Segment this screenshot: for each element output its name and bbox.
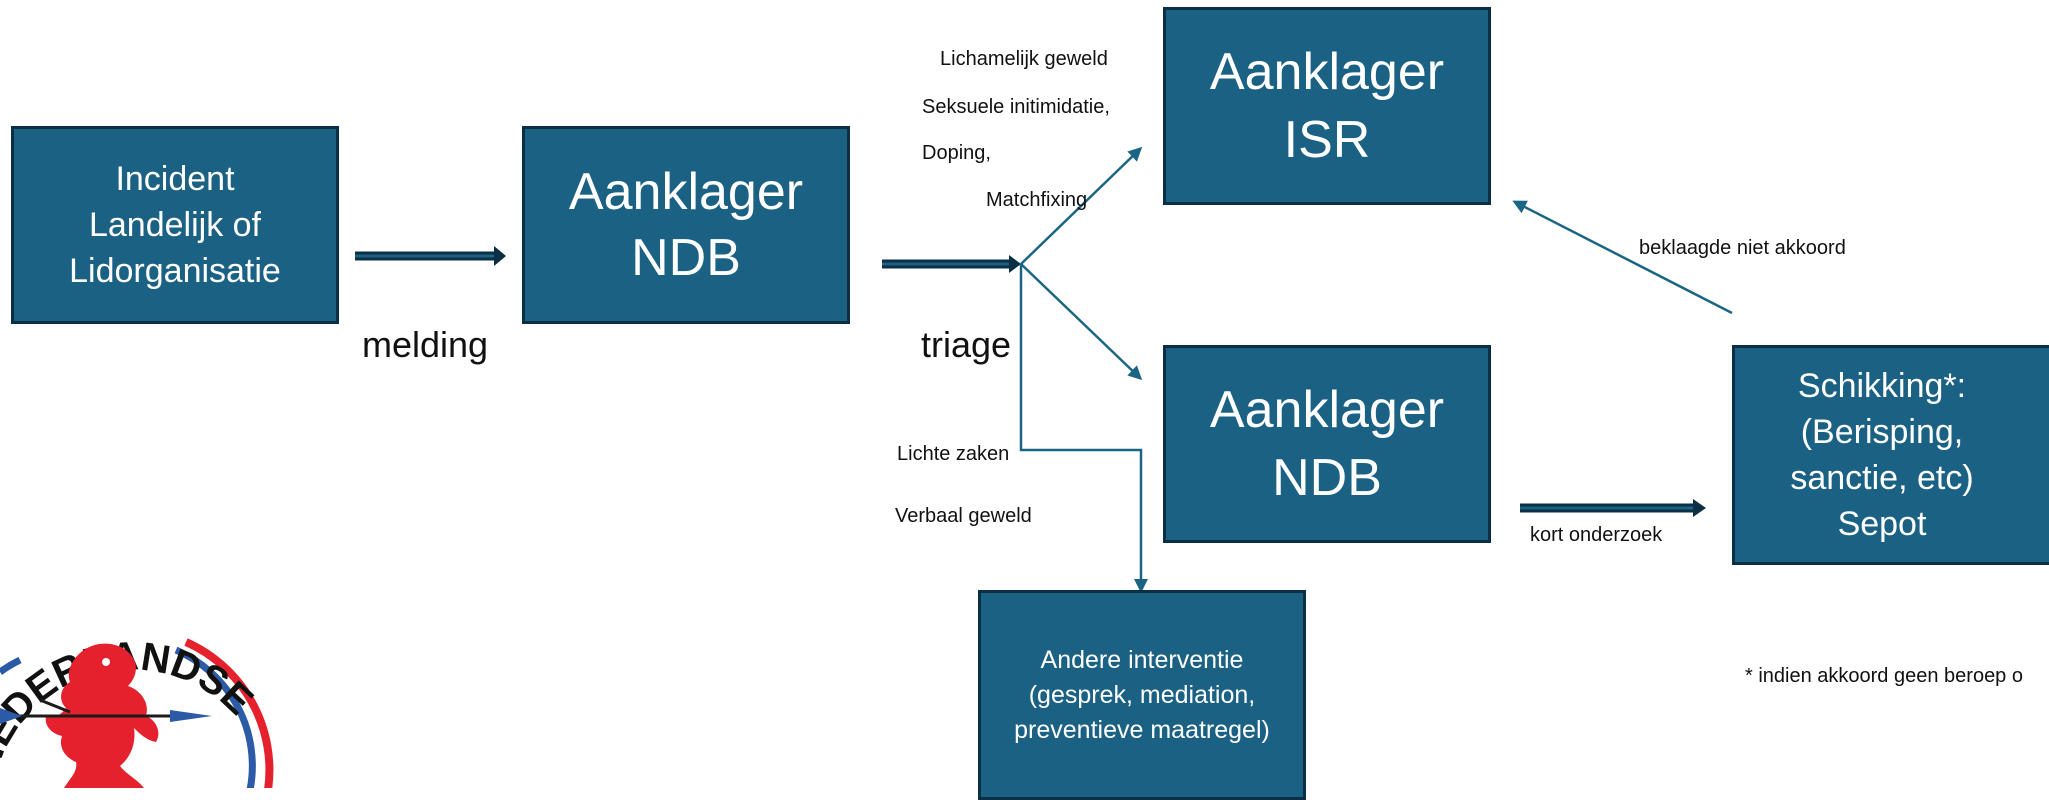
node-aanklager-ndb-1-line1: Aanklager: [568, 163, 804, 221]
footnote: * indien akkoord geen beroep o: [1745, 665, 2023, 687]
arrow-ndb-to-triage: [882, 255, 1021, 273]
node-aanklager-isr-line2: ISR: [1283, 111, 1371, 169]
node-schikking-line1: Schikking*:: [1797, 367, 1967, 405]
node-andere-interventie-line3: preventieve maatregel): [1014, 716, 1270, 744]
node-andere-interventie-line1: Andere interventie: [1040, 646, 1244, 674]
node-incident-line2: Landelijk of: [88, 206, 261, 244]
node-incident-line1: Incident: [115, 160, 235, 198]
label-lichamelijk-geweld: Lichamelijk geweld: [940, 48, 1108, 70]
arrow-triage-to-andere-interventie: [1019, 264, 1148, 593]
label-verbaal-geweld: Verbaal geweld: [895, 505, 1032, 527]
node-schikking-line3: sanctie, etc): [1790, 459, 1974, 497]
node-aanklager-ndb-1: Aanklager NDB: [522, 126, 850, 324]
node-andere-interventie-line2: (gesprek, mediation,: [1028, 681, 1256, 709]
node-aanklager-ndb-2-line2: NDB: [1272, 449, 1382, 507]
federation-logo: NEDERLANDSE: [0, 634, 274, 788]
node-aanklager-isr: Aanklager ISR: [1163, 7, 1491, 205]
arrow-incident-to-ndb: [355, 246, 506, 266]
node-incident-line3: Lidorganisatie: [69, 252, 281, 290]
node-schikking-line2: (Berisping,: [1800, 413, 1964, 451]
node-schikking: Schikking*: (Berisping, sanctie, etc) Se…: [1732, 345, 2049, 565]
arrow-ndb-2-to-schikking: [1520, 499, 1706, 517]
lion-with-darts-emblem-icon: [0, 643, 212, 788]
node-schikking-line4: Sepot: [1837, 505, 1927, 543]
node-aanklager-isr-line1: Aanklager: [1209, 43, 1445, 101]
node-aanklager-ndb-2: Aanklager NDB: [1163, 345, 1491, 543]
label-matchfixing: Matchfixing: [986, 189, 1088, 211]
label-triage: triage: [921, 324, 1012, 365]
label-melding: melding: [362, 324, 489, 365]
label-kort-onderzoek: kort onderzoek: [1530, 524, 1663, 546]
arrow-triage-to-isr: [1020, 146, 1143, 265]
arrow-schikking-to-isr: [1512, 200, 1733, 315]
label-lichte-zaken: Lichte zaken: [897, 443, 1010, 465]
node-aanklager-ndb-1-line2: NDB: [631, 229, 741, 287]
label-seksuele-intimidatie: Seksuele initimidatie,: [922, 96, 1110, 118]
label-doping: Doping,: [922, 142, 991, 164]
arrow-triage-to-ndb-2: [1020, 263, 1143, 381]
label-beklaagde-niet-akkoord: beklaagde niet akkoord: [1639, 237, 1846, 259]
node-andere-interventie: Andere interventie (gesprek, mediation, …: [978, 590, 1306, 800]
node-incident: Incident Landelijk of Lidorganisatie: [11, 126, 339, 324]
node-aanklager-ndb-2-line1: Aanklager: [1209, 381, 1445, 439]
